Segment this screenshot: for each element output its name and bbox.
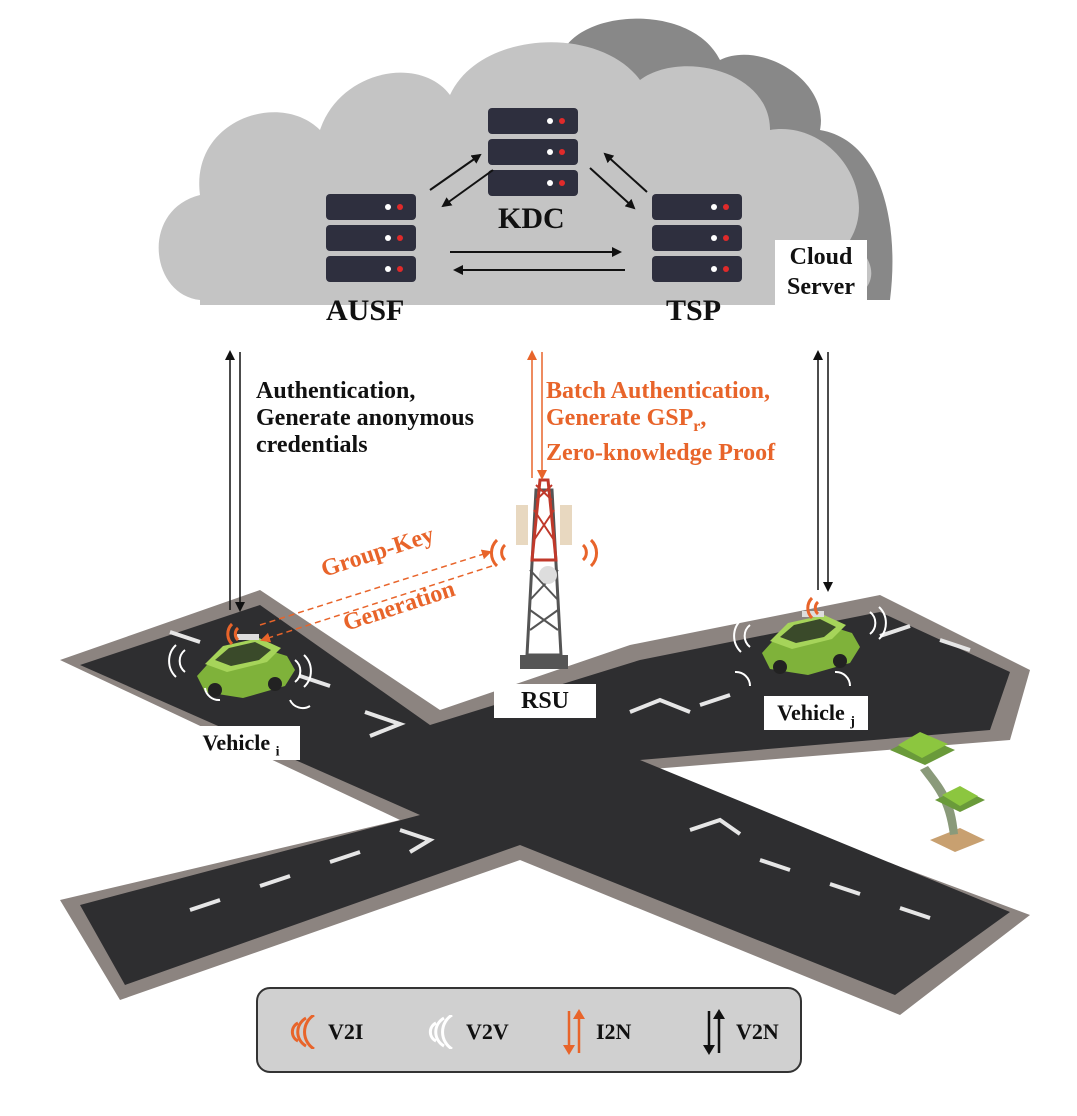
legend-v2n-label: V2N (736, 1019, 779, 1044)
group-key-arrows (259, 549, 493, 643)
tsp-label: TSP (666, 294, 722, 327)
tsp-server (652, 194, 742, 282)
i2n-arrows-icon (563, 1009, 585, 1055)
legend-item-v2n: V2N (702, 1009, 779, 1055)
tree (890, 732, 985, 852)
rsu-tower (516, 478, 572, 669)
annotation-left-line2: Generate anonymous (256, 405, 474, 431)
kdc-tsp-arrows (589, 152, 648, 210)
annotation-center-line3: Zero-knowledge Proof (546, 439, 776, 466)
ausf-tsp-arrows (450, 247, 625, 275)
kdc-label: KDC (498, 202, 565, 235)
vehicle-i-subscript: i (275, 744, 280, 760)
annotation-left-line1: Authentication, (256, 378, 416, 404)
vehicle-i-v2i-icon (226, 622, 240, 646)
v2i-signal-icon (290, 1015, 315, 1049)
batch-authentication-annotation: Batch Authentication, Generate GSPr, Zer… (546, 378, 775, 467)
vehicle-i-label: Vehicle i (182, 726, 300, 760)
gsp-text: Generate GSP (546, 405, 694, 431)
vehicle-j-label: Vehicle j (764, 696, 868, 730)
legend-item-v2v: V2V (426, 1015, 509, 1049)
vehicle-i-text: Vehicle (202, 730, 271, 755)
v2v-signal-icon (428, 1015, 453, 1049)
legend-item-v2i: V2I (288, 1015, 363, 1049)
cloud-server-line1: Cloud (789, 244, 853, 270)
i2n-arrows (527, 350, 547, 480)
ausf-label: AUSF (326, 294, 405, 327)
vehicle-j-subscript: j (850, 714, 855, 730)
legend-v2i-label: V2I (328, 1019, 364, 1044)
cloud-server-label: Cloud Server (775, 240, 867, 310)
annotation-left-line3: credentials (256, 432, 368, 458)
rsu-label: RSU (494, 684, 596, 718)
rsu-signal-icon (490, 538, 598, 568)
legend: V2I V2V I2N V2N (256, 987, 802, 1073)
authentication-annotation: Authentication, Generate anonymous crede… (256, 378, 474, 459)
kdc-server (488, 108, 578, 196)
legend-v2v-label: V2V (466, 1019, 509, 1044)
v2n-arrows-left (225, 350, 245, 612)
vehicle-j-v2v-icon (733, 606, 887, 687)
vehicle-j-v2i-icon (806, 596, 820, 620)
cloud-server-line2: Server (787, 274, 855, 300)
legend-i2n-label: I2N (596, 1019, 632, 1044)
gsp-subscript: r (693, 417, 701, 435)
legend-item-i2n: I2N (562, 1009, 631, 1055)
ausf-server (326, 194, 416, 282)
gsp-comma: , (700, 405, 707, 431)
annotation-center-line2: Generate GSPr, (546, 405, 775, 440)
v2n-arrows-icon (703, 1009, 725, 1055)
v2n-arrows-right (813, 350, 833, 592)
ausf-kdc-arrows (429, 153, 494, 208)
vehicle-i-v2v-icon (168, 644, 312, 710)
vehicle-j-text: Vehicle (777, 700, 845, 725)
annotation-center-line1: Batch Authentication, (546, 378, 771, 404)
